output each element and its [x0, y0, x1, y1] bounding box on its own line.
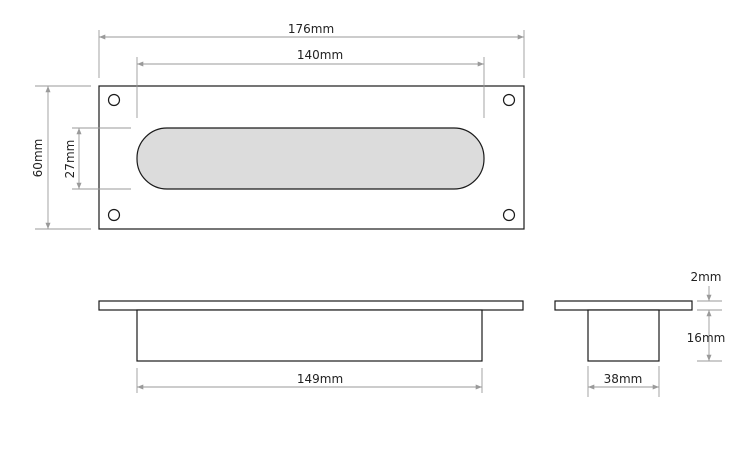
dimension-body-width: 38mm [587, 366, 660, 397]
end-view [554, 300, 693, 362]
dimension-label-overall-length: 176mm [288, 22, 334, 36]
dimension-label-body-width: 38mm [604, 372, 643, 386]
end-flange [554, 300, 693, 311]
dimension-label-recess-height: 27mm [63, 140, 77, 179]
dimension-recess-height: 27mm [63, 127, 131, 190]
dimension-body-length: 149mm [136, 368, 483, 393]
screw-hole-bottom-left [107, 208, 121, 222]
dimension-label-overall-height: 60mm [31, 139, 45, 178]
dimension-label-recess-length: 140mm [297, 48, 343, 62]
screw-hole-top-right [502, 93, 516, 107]
dimension-label-body-depth: 16mm [687, 331, 726, 345]
side-body [136, 309, 483, 362]
dimension-flange-thickness: 2mm [690, 270, 722, 311]
screw-hole-bottom-right [502, 208, 516, 222]
finger-recess [136, 127, 485, 190]
dimension-body-depth: 16mm [687, 310, 726, 362]
end-body [587, 309, 660, 362]
screw-hole-top-left [107, 93, 121, 107]
side-view [98, 300, 524, 362]
dimension-label-flange-thickness: 2mm [690, 270, 721, 284]
dimension-overall-length: 176mm [98, 22, 525, 78]
side-flange [98, 300, 524, 311]
dimension-recess-length: 140mm [136, 48, 485, 118]
dimension-overall-height: 60mm [31, 85, 91, 230]
front-view [98, 85, 525, 230]
dimension-label-body-length: 149mm [297, 372, 343, 386]
